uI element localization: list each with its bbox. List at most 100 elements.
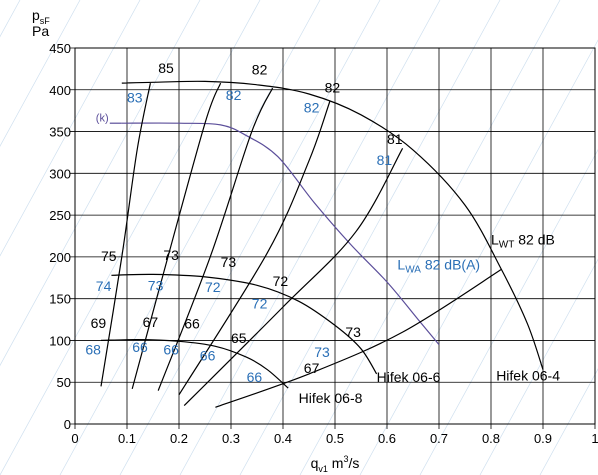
series-label: LWT 82 dB xyxy=(491,231,555,250)
curve-annotation: 67 xyxy=(304,360,320,376)
chart-curves xyxy=(100,80,544,408)
plot-frame xyxy=(74,47,596,425)
curve-annotation: 73 xyxy=(221,254,237,270)
series-label: Hifek 06-4 xyxy=(496,368,560,384)
series-label-sub: WA xyxy=(405,264,421,275)
curve-annotation: 83 xyxy=(127,89,143,105)
y-tick-label: 200 xyxy=(49,250,71,265)
background-line xyxy=(0,0,141,257)
curve-annotation: 66 xyxy=(163,342,179,358)
x-axis-title-sub: v1 xyxy=(318,464,328,474)
system-curve-7 xyxy=(178,101,331,396)
curve-annotation: 82 xyxy=(304,99,320,115)
curve-annotation: 66 xyxy=(132,339,148,355)
curve-annotation: (k) xyxy=(96,113,109,125)
system-curve-6 xyxy=(157,87,274,391)
curve-k xyxy=(121,122,440,345)
series-label-value: 82 dB(A) xyxy=(421,256,480,272)
curve-annotation: 69 xyxy=(91,315,107,331)
tick-labels: 0 0.1 0.2 0.3 0.4 0.5 0.6 0.7 0.8 0.9 1 0 50 100 150 20… xyxy=(49,41,598,446)
y-axis-title-line1: psF xyxy=(32,7,50,26)
series-label: Hifek 06-8 xyxy=(299,390,363,406)
system-curve-5 xyxy=(131,82,222,390)
x-axis-title-base: q xyxy=(311,455,319,471)
x-tick-label: 0.4 xyxy=(274,431,292,446)
x-tick-label: 0.3 xyxy=(222,431,240,446)
x-axis-title-unit: m xyxy=(328,455,344,471)
x-tick-label: 0.7 xyxy=(430,431,448,446)
curve-annotation: 82 xyxy=(252,62,268,78)
x-tick-label: 0.6 xyxy=(378,431,396,446)
x-axis-title-sup: 3 xyxy=(343,454,348,464)
y-tick-label: 250 xyxy=(49,208,71,223)
background-line xyxy=(0,0,261,475)
y-tick-label: 400 xyxy=(49,83,71,98)
x-tick-label: 0.9 xyxy=(534,431,552,446)
y-axis-title-base: p xyxy=(32,7,40,23)
curve-annotation: 73 xyxy=(345,324,361,340)
curve-annotation: 66 xyxy=(200,347,216,363)
curve-annotation: 82 xyxy=(226,87,242,103)
y-axis-title-line2: Pa xyxy=(32,23,49,39)
curve-annotation: 66 xyxy=(247,369,263,385)
curve-hifek-06-8 xyxy=(100,338,289,389)
curve-annotation: 73 xyxy=(148,277,164,293)
system-curve-8 xyxy=(183,148,404,407)
x-tick-label: 0.5 xyxy=(326,431,344,446)
curve-annotation: 67 xyxy=(143,314,159,330)
x-tick-label: 0.2 xyxy=(170,431,188,446)
curve-annotation: 68 xyxy=(85,342,101,358)
curve-annotation: 81 xyxy=(387,131,403,147)
y-tick-label: 350 xyxy=(49,125,71,140)
y-tick-label: 50 xyxy=(57,375,71,390)
y-tick-label: 150 xyxy=(49,292,71,307)
x-axis-title-tail: /s xyxy=(349,455,360,471)
plot-border xyxy=(74,47,596,425)
y-axis-title-sub: sF xyxy=(40,16,51,26)
x-axis-title: qv1 m3/s xyxy=(311,454,360,474)
background-line xyxy=(359,39,598,475)
curve-annotation: 72 xyxy=(273,273,289,289)
series-label-sub: WT xyxy=(499,239,515,250)
background-line xyxy=(419,149,598,475)
curve-annotation: 74 xyxy=(96,278,112,294)
background-line xyxy=(179,0,441,475)
background-line xyxy=(239,0,501,475)
background-line xyxy=(119,0,381,475)
y-tick-label: 100 xyxy=(49,333,71,348)
curve-annotation: 81 xyxy=(377,152,393,168)
background-line xyxy=(299,0,561,475)
y-tick-label: 450 xyxy=(49,41,71,56)
curve-annotation: 72 xyxy=(252,296,268,312)
system-curve-9 xyxy=(215,268,502,408)
y-tick-label: 300 xyxy=(49,166,71,181)
background-line xyxy=(0,0,201,367)
x-tick-label: 0 xyxy=(71,431,78,446)
background-line xyxy=(0,0,81,147)
curve-annotation: 73 xyxy=(163,247,179,263)
background-line xyxy=(479,258,598,475)
x-tick-label: 1 xyxy=(591,431,598,446)
series-label-base: L xyxy=(397,256,405,272)
background-line xyxy=(539,368,598,475)
series-label-value: 82 dB xyxy=(514,231,554,247)
curve-annotation: 82 xyxy=(325,79,341,95)
curve-annotation: 72 xyxy=(205,279,221,295)
series-label: LWA 82 dB(A) xyxy=(397,256,480,275)
curve-annotation: 66 xyxy=(184,316,200,332)
x-tick-label: 0.1 xyxy=(118,431,136,446)
y-tick-label: 0 xyxy=(64,417,71,432)
curve-hifek-06-4 xyxy=(121,80,544,370)
curve-hifek-06-6 xyxy=(111,273,378,375)
curve-annotation: 85 xyxy=(158,60,174,76)
series-label: Hifek 06-6 xyxy=(377,369,441,385)
curve-annotation: 75 xyxy=(101,248,117,264)
background-line xyxy=(59,0,321,475)
series-label-base: L xyxy=(491,231,499,247)
x-tick-label: 0.8 xyxy=(482,431,500,446)
curve-annotation: 65 xyxy=(231,330,247,346)
system-curve-4 xyxy=(100,82,151,387)
